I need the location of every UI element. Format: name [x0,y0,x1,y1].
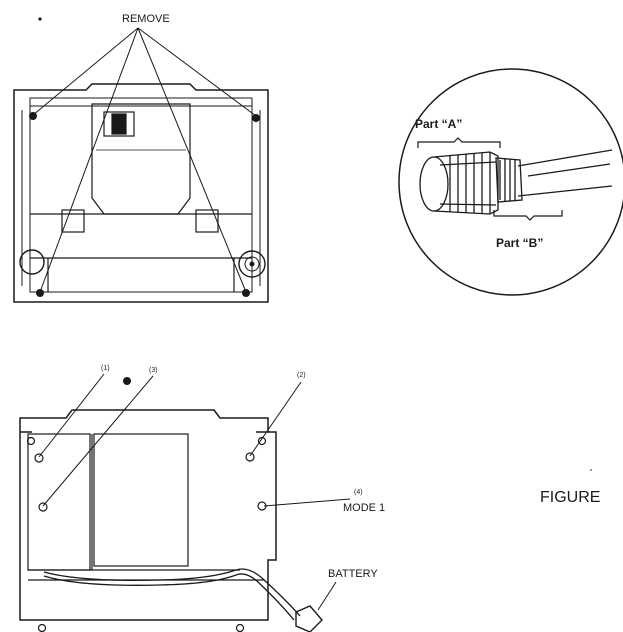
callout-leaders [38,373,351,507]
hole-4 [257,501,267,511]
stray-dot [123,377,131,385]
callout-1: (1) [101,365,110,372]
battery-label: BATTERY [328,568,378,580]
remove-label: REMOVE [122,13,170,25]
hole-top-right [257,436,267,446]
screw-bottom-left [36,289,44,297]
magnifier-circle [398,68,623,296]
screw-bottom-right [242,289,250,297]
callout-2: (2) [297,372,306,379]
magnified-knob-view: Part “A” Part “B” [398,68,623,296]
part-b-brace [493,210,563,221]
battery-wires [43,568,301,621]
hole-bottom-right [235,623,245,632]
knob-shaft [517,149,613,197]
inner-boards [27,433,264,581]
unit-housing [13,83,269,303]
mode-1-label: MODE 1 [343,502,385,514]
right-knob-inner [244,256,260,272]
hole-3 [38,502,48,512]
callout-3: (3) [149,367,158,374]
part-b-label: Part “B” [496,236,543,250]
part-a-brace [417,137,501,148]
screw-top-left [29,112,37,120]
scan-speck [590,469,592,471]
hole-1 [34,453,44,463]
right-knob [238,250,266,278]
right-knob-center [249,261,255,267]
unit-rear-view: REMOVE [13,13,269,303]
callout-4: (4) [354,489,363,496]
hole-top-left [26,436,36,446]
screw-holes [26,436,267,632]
battery-door [91,103,191,215]
left-knob [19,249,45,275]
part-a-knob [419,151,499,215]
battery-connector [295,605,323,632]
remove-leader-lines [32,27,257,293]
battery-leader [317,581,337,611]
interior-housing [19,409,277,621]
hole-2 [245,452,255,462]
hole-bottom-left [37,623,47,632]
part-b-collar [495,157,523,203]
unit-interior-view: (1) (3) (2) [19,365,385,632]
screw-top-right [252,114,260,122]
part-a-label: Part “A” [415,117,462,131]
lower-ledge [30,209,252,292]
figure-caption: FIGURE [540,489,600,506]
stray-mark [38,17,42,21]
